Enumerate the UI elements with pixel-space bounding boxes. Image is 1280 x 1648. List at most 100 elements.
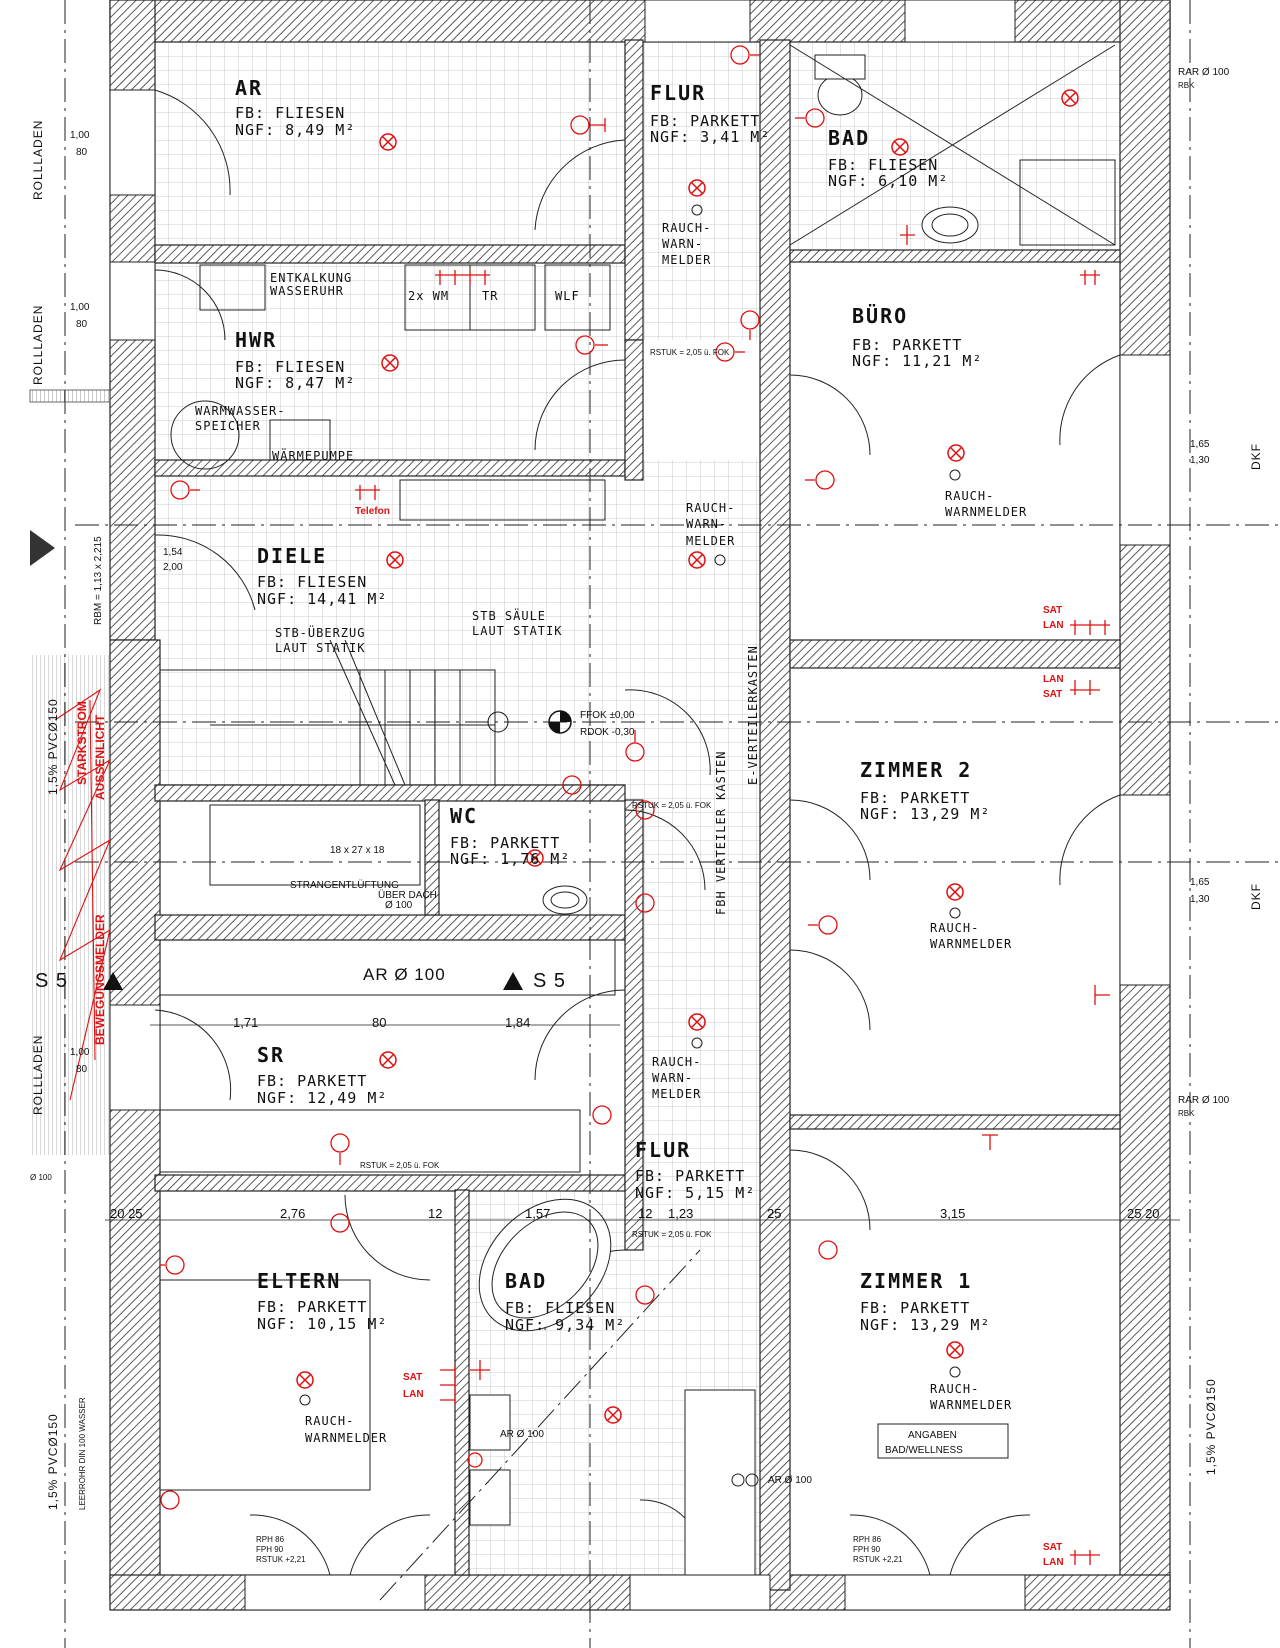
sockets	[160, 45, 838, 1510]
room-name-zimmer2: ZIMMER 2	[860, 758, 972, 782]
label-melder-2: MELDER	[686, 534, 735, 548]
dim-80: 80	[372, 1015, 386, 1030]
room-name-hwr: HWR	[235, 328, 277, 352]
detector-icon	[381, 354, 399, 372]
dimension-labels: 1,71 80 1,84 2,76 12 1,57 12 1,23 25 3,1…	[70, 130, 1210, 1221]
label-fbh-verteiler: FBH VERTEILER KASTEN	[714, 751, 728, 916]
label-dkf-2: DKF	[1249, 883, 1263, 910]
label-rauch-6: RAUCH-	[930, 1382, 979, 1396]
label-rbm: RBM = 1,13 x 2,215	[93, 536, 104, 625]
label-ar-bad: AR Ø 100	[500, 1429, 544, 1440]
label-lan-2: LAN	[1043, 674, 1064, 685]
dim-w165-2: 1,65	[1190, 877, 1210, 888]
room-name-diele: DIELE	[257, 544, 327, 568]
tile-floors	[155, 40, 1120, 1575]
socket-icon	[160, 1490, 180, 1510]
label-rbk-bottom: RBK	[1178, 1109, 1195, 1118]
detector-icon	[1061, 89, 1079, 107]
dim-123: 1,23	[668, 1206, 693, 1221]
label-aussenlicht: AUSSENLICHT	[93, 714, 107, 800]
label-rauch-2: RAUCH-	[686, 501, 735, 515]
label-rdok: RDOK -0,30	[580, 727, 635, 738]
label-ablauf: AR Ø 100	[768, 1475, 812, 1486]
room-fb-wc: FB: PARKETT	[450, 834, 560, 852]
room-ngf-diele: NGF: 14,41 M²	[257, 590, 387, 608]
label-rbk-top: RBK	[1178, 81, 1195, 90]
label-rar-bottom: RAR Ø 100	[1178, 1095, 1230, 1106]
label-wasseruhr: WASSERUHR	[270, 284, 344, 298]
label-rauch-1: RAUCH-	[662, 221, 711, 235]
detector-icon	[386, 551, 404, 569]
socket-icon	[575, 335, 608, 355]
room-name-eltern: ELTERN	[257, 1269, 341, 1293]
room-fb-flur-bottom: FB: PARKETT	[635, 1167, 745, 1185]
label-rollladen-1: ROLLLADEN	[31, 120, 45, 200]
smoke-detectors	[296, 89, 1079, 1424]
room-ngf-hwr: NGF: 8,47 M²	[235, 374, 355, 392]
dim-315: 3,15	[940, 1206, 965, 1221]
label-warnmelder-3: WARNMELDER	[945, 505, 1027, 519]
room-ngf-wc: NGF: 1,76 M²	[450, 850, 570, 868]
label-stb-ueberzug: STB-ÜBERZUG	[275, 624, 365, 640]
label-pvc-left: 1,5% PVCØ150	[46, 698, 60, 795]
label-leerrohr: LEERROHR DIN 100 WASSER	[78, 1397, 87, 1510]
windows	[109, 0, 1171, 1611]
room-name-zimmer1: ZIMMER 1	[860, 1269, 972, 1293]
dim-w80-3: 80	[76, 1064, 88, 1075]
dim-w165-1: 1,65	[1190, 439, 1210, 450]
label-wm: 2x WM	[408, 289, 449, 303]
label-telefon: Telefon	[355, 506, 390, 517]
room-name-bad-top: BAD	[828, 126, 870, 150]
label-bewegungsmelder: BEWEGUNGSMELDER	[93, 914, 107, 1045]
label-sat-1: SAT	[1043, 605, 1062, 616]
label-warnmelder-4: WARNMELDER	[930, 937, 1012, 951]
label-pvc-right: 1,5% PVCØ150	[1204, 1378, 1218, 1475]
label-rph-eltern: RPH 86	[256, 1535, 285, 1544]
label-wlf: WLF	[555, 289, 580, 303]
connectors	[355, 225, 1110, 1565]
socket-icon	[570, 115, 606, 135]
detector-icon	[947, 444, 965, 462]
label-sat-3: SAT	[403, 1372, 422, 1383]
dim-w130-1: 1,30	[1190, 455, 1210, 466]
axis-lines	[64, 0, 1280, 1648]
room-fb-zimmer2: FB: PARKETT	[860, 789, 970, 807]
label-dkf-1: DKF	[1249, 443, 1263, 470]
room-ngf-zimmer2: NGF: 13,29 M²	[860, 805, 990, 823]
dim-2025: 20 25	[110, 1206, 143, 1221]
room-ngf-ar: NGF: 8,49 M²	[235, 121, 355, 139]
room-ngf-zimmer1: NGF: 13,29 M²	[860, 1316, 990, 1334]
detector-icon	[296, 1371, 314, 1389]
room-labels: AR FB: FLIESEN NGF: 8,49 M² FLUR FB: PAR…	[235, 76, 990, 1334]
detector-icon	[379, 133, 397, 151]
room-fb-bad-top: FB: FLIESEN	[828, 156, 938, 174]
detector-icon	[379, 1051, 397, 1069]
label-speicher: SPEICHER	[195, 419, 261, 433]
label-rph-zimmer1: RPH 86	[853, 1535, 882, 1544]
label-lan-4: LAN	[1043, 1557, 1064, 1568]
room-ngf-flur-bottom: NGF: 5,15 M²	[635, 1184, 755, 1202]
dim-12b: 12	[638, 1206, 652, 1221]
label-stb-ueberzug-statik: LAUT STATIK	[275, 641, 365, 655]
label-rstuk-sr: RSTUK = 2,05 ü. FOK	[360, 1161, 440, 1170]
furniture	[159, 264, 1009, 1491]
elevation-marker	[487, 710, 572, 734]
room-name-buero: BÜRO	[852, 304, 908, 328]
label-sat-2: SAT	[1043, 689, 1062, 700]
detector-icon	[688, 551, 706, 569]
label-stb-saeule-statik: LAUT STATIK	[472, 624, 562, 638]
detector-icon	[526, 849, 544, 867]
socket-icon	[795, 108, 825, 128]
detector-icon	[688, 1013, 706, 1031]
room-name-flur-bottom: FLUR	[635, 1138, 691, 1162]
label-strang-1: STRANGENTLÜFTUNG	[290, 879, 399, 891]
staircase	[159, 639, 496, 786]
label-entkalkung: ENTKALKUNG	[270, 271, 352, 285]
socket-icon	[330, 1133, 350, 1165]
label-warn-5: WARN-	[652, 1071, 693, 1085]
label-strang-3: Ø 100	[385, 900, 413, 911]
detector-icon	[946, 883, 964, 901]
socket-icon	[625, 730, 645, 762]
label-box: 18 x 27 x 18	[330, 845, 385, 856]
dim-w80-1: 80	[76, 147, 88, 158]
